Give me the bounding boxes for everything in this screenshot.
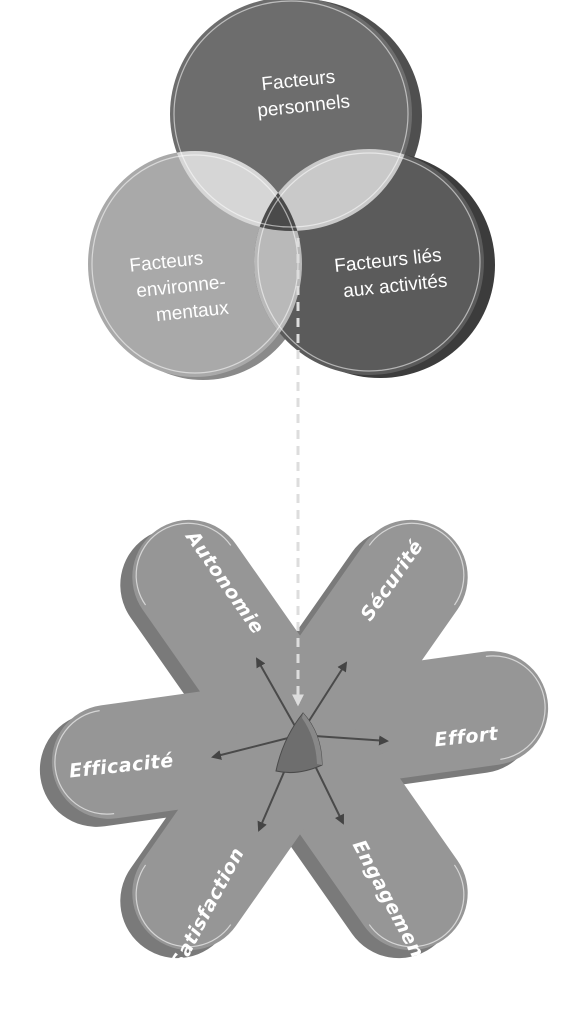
arrow-efficacite	[211, 734, 301, 760]
venn-diagram: Facteurs personnels Facteurs environne- …	[88, 0, 495, 380]
petal-satisfaction	[132, 724, 325, 951]
venn-overlap-personal-activities	[254, 149, 412, 231]
venn-overlap-personal-environmental	[170, 151, 302, 231]
arrow-autonomie	[256, 657, 301, 736]
star-diagram: Autonomie Sécurité Effort Efficacité Sat…	[39, 519, 549, 972]
